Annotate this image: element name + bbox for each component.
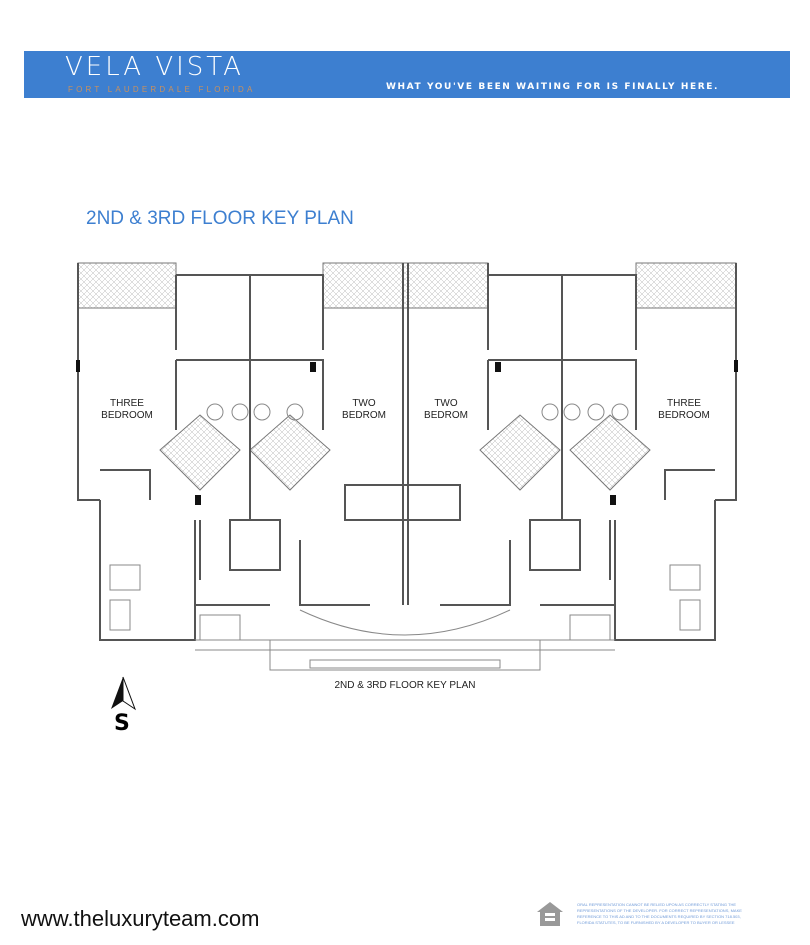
- room-label-line: THREE: [667, 398, 701, 409]
- compass-label: S: [114, 711, 130, 736]
- brand-location: FORT LAUDERDALE FLORIDA: [68, 85, 256, 94]
- room-label-line: BEDROOM: [101, 410, 153, 421]
- compass-arrow-icon: [111, 676, 137, 711]
- brand-logo: VELA VISTA: [65, 52, 244, 82]
- website-link[interactable]: www.theluxuryteam.com: [21, 906, 260, 931]
- room-label-two-bedroom-right: TWO BEDROM: [408, 398, 484, 422]
- tagline: WHAT YOU'VE BEEN WAITING FOR IS FINALLY …: [386, 82, 720, 92]
- balcony: [77, 262, 177, 309]
- room-label-two-bedroom-left: TWO BEDROM: [326, 398, 402, 422]
- header-banner: VELA VISTA FORT LAUDERDALE FLORIDA WHAT …: [24, 51, 790, 98]
- balcony: [322, 262, 489, 309]
- page-title: 2ND & 3RD FLOOR KEY PLAN: [86, 208, 354, 229]
- kitchen: [249, 414, 331, 491]
- balcony: [635, 262, 737, 309]
- room-label-three-bedroom-right: THREE BEDROOM: [646, 398, 722, 422]
- room-label-line: TWO: [434, 398, 458, 409]
- room-label-line: BEDROM: [424, 410, 468, 421]
- equal-housing-icon: [537, 902, 563, 926]
- room-label-line: THREE: [110, 398, 144, 409]
- room-label-three-bedroom-left: THREE BEDROOM: [89, 398, 165, 422]
- kitchen: [479, 414, 561, 491]
- room-label-line: BEDROM: [342, 410, 386, 421]
- kitchen: [569, 414, 651, 491]
- kitchen: [159, 414, 241, 491]
- plan-caption: 2ND & 3RD FLOOR KEY PLAN: [334, 680, 476, 691]
- room-label-line: TWO: [352, 398, 376, 409]
- room-label-line: BEDROOM: [658, 410, 710, 421]
- floor-plan-drawing: [76, 262, 738, 671]
- legal-disclaimer: ORAL REPRESENTATION CANNOT BE RELIED UPO…: [577, 902, 742, 925]
